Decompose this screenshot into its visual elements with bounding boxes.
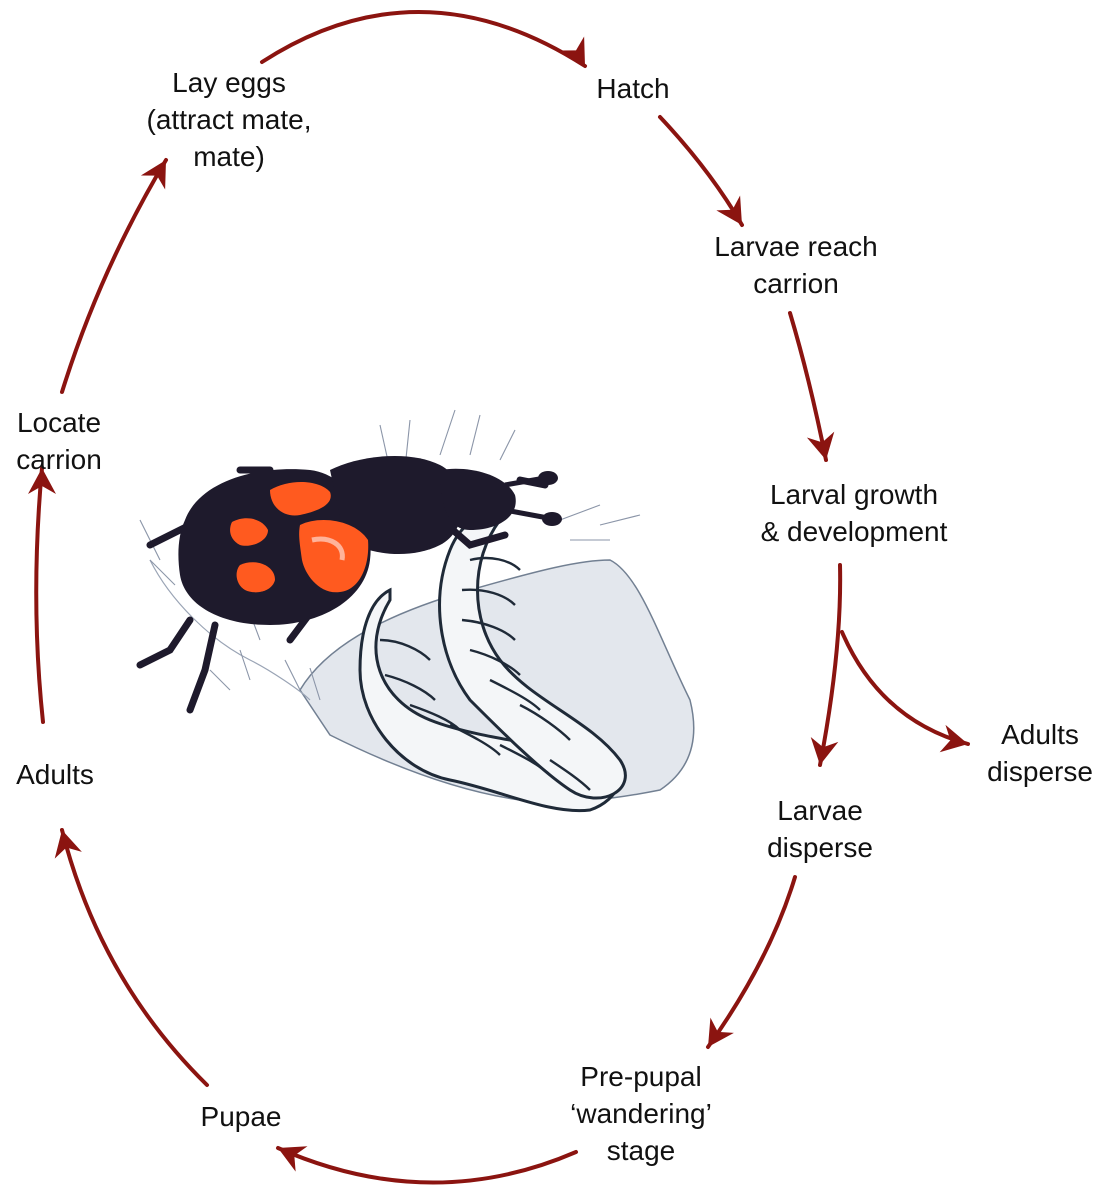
grass-stroke: [210, 670, 230, 690]
stage-larvae-disperse: Larvae disperse: [746, 792, 894, 866]
grass-stroke: [560, 505, 600, 520]
stage-line: carrion: [696, 265, 896, 302]
stage-adults-disperse: Adults disperse: [976, 716, 1104, 790]
stage-larvae-reach-carrion: Larvae reach carrion: [696, 228, 896, 302]
stage-adults: Adults: [0, 756, 110, 793]
grass-stroke: [470, 415, 480, 455]
stage-lay-eggs: Lay eggs (attract mate, mate): [134, 64, 324, 175]
grass-stroke: [500, 430, 515, 460]
stage-line: Pupae: [186, 1098, 296, 1135]
stage-line: Pre-pupal: [556, 1058, 726, 1095]
stage-line: & development: [736, 513, 972, 550]
grass-stroke: [600, 515, 640, 525]
stage-larval-growth: Larval growth & development: [736, 476, 972, 550]
stage-hatch: Hatch: [568, 70, 698, 107]
grass-stroke: [240, 650, 250, 680]
stage-line: Larval growth: [736, 476, 972, 513]
stage-line: Larvae reach: [696, 228, 896, 265]
stage-line: disperse: [746, 829, 894, 866]
stage-line: Hatch: [568, 70, 698, 107]
stage-line: stage: [556, 1132, 726, 1169]
stage-line: ‘wandering’: [556, 1095, 726, 1132]
stage-line: Adults: [976, 716, 1104, 753]
stage-pupae: Pupae: [186, 1098, 296, 1135]
stage-line: Adults: [0, 756, 110, 793]
stage-line: carrion: [4, 441, 114, 478]
stage-line: mate): [134, 138, 324, 175]
stage-line: disperse: [976, 753, 1104, 790]
stage-pre-pupal: Pre-pupal ‘wandering’ stage: [556, 1058, 726, 1169]
stage-line: Larvae: [746, 792, 894, 829]
grass-stroke: [440, 410, 455, 455]
stage-line: Locate: [4, 404, 114, 441]
stage-line: Lay eggs: [134, 64, 324, 101]
stage-locate-carrion: Locate carrion: [4, 404, 114, 478]
stage-line: (attract mate,: [134, 101, 324, 138]
